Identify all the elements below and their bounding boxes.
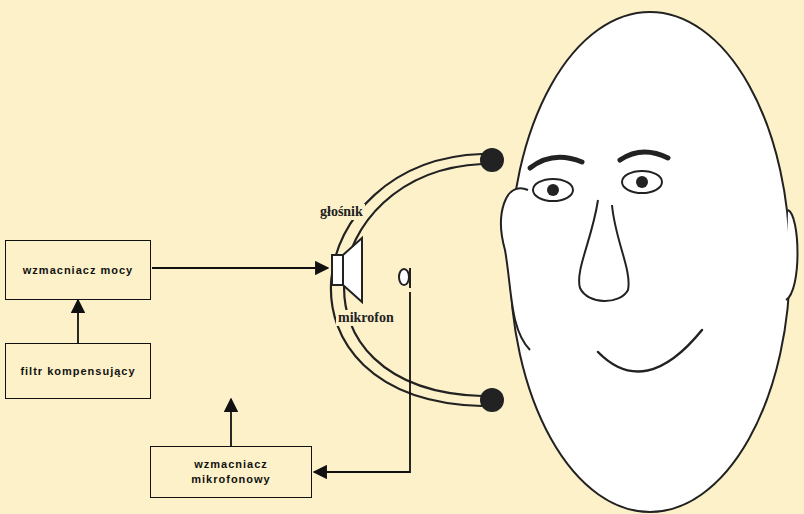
speaker-wire	[152, 267, 328, 269]
eye	[533, 179, 573, 201]
headband	[331, 154, 482, 406]
box-text: filtr kompensujący	[20, 364, 135, 379]
amplifier-box: wzmacniacz mikrofonowy	[150, 446, 312, 498]
eyebrow	[620, 152, 668, 160]
box-text: wzmacniacz mikrofonowy	[159, 457, 303, 487]
microphone-symbol	[409, 268, 411, 288]
mouth	[598, 330, 702, 372]
amplifier-box: wzmacniacz mocy	[5, 240, 151, 300]
speaker-symbol	[332, 255, 343, 285]
left-ear	[501, 188, 530, 350]
signal-arrow	[77, 300, 79, 343]
signal-arrow	[230, 399, 232, 446]
microphone-wire	[314, 292, 410, 472]
earpiece	[480, 388, 504, 412]
filter-box: filtr kompensujący	[5, 343, 151, 399]
box-text: wzmacniacz mocy	[23, 263, 133, 278]
pupil	[636, 176, 648, 188]
speaker-label: głośnik	[318, 204, 365, 220]
speaker-cone	[343, 238, 362, 302]
headband	[344, 164, 482, 396]
microphone-symbol	[399, 269, 409, 285]
earpiece	[480, 148, 504, 172]
microphone-label: mikrofon	[336, 310, 396, 326]
head-outline	[510, 12, 790, 512]
eye	[622, 171, 662, 193]
eyebrow	[530, 157, 582, 168]
right-ear	[786, 210, 798, 300]
pupil	[547, 184, 559, 196]
nose	[579, 200, 629, 301]
